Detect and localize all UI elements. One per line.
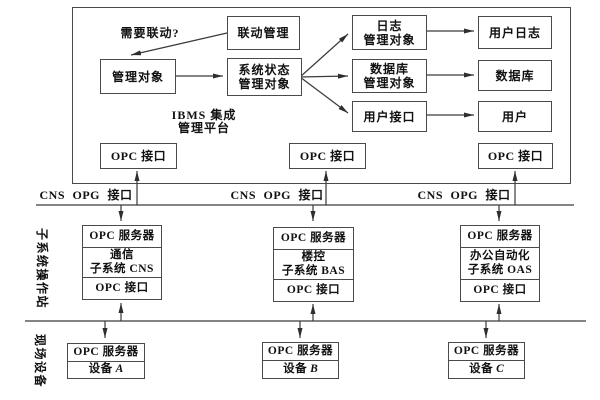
arrow-linkage-to-mgmtobj xyxy=(130,32,228,56)
subsystem-bas-stack: OPC 服务器 楼控 子系统 BAS OPC 接口 xyxy=(273,227,354,302)
system-status-management-object-box: 系统状态 管理对象 xyxy=(227,58,302,96)
layer-label-field-devices: 现场设备 xyxy=(33,334,47,389)
opc-server-label: OPC 服务器 xyxy=(280,231,347,244)
subsystem-oas-name: 办公自动化 子系统 OAS xyxy=(461,247,539,279)
opc-server-label: OPC 服务器 xyxy=(73,345,139,358)
database-box: 数据库 xyxy=(478,60,552,91)
subsystem-cns-name: 通信 子系统 CNS xyxy=(83,247,161,277)
user-interface-box: 用户接口 xyxy=(352,101,427,132)
device-letter: C xyxy=(496,362,504,375)
question-label: 需要联动? xyxy=(120,25,180,40)
user-box: 用户 xyxy=(478,101,552,132)
cns-opg-label-left: CNS OPG 接口 xyxy=(39,187,133,202)
opc-interface-label: OPC 接口 xyxy=(274,279,353,301)
opc-server-label: OPC 服务器 xyxy=(267,344,334,357)
cns-opg-label-mid: CNS OPG 接口 xyxy=(230,187,324,202)
layer-label-subsystem-operation-station: 子系统操作站 xyxy=(35,228,49,310)
device-letter: B xyxy=(310,362,318,375)
ibms-platform-frame xyxy=(72,7,571,184)
subsystem-cns-stack: OPC 服务器 通信 子系统 CNS OPC 接口 xyxy=(82,225,162,300)
device-letter: A xyxy=(115,363,124,375)
opc-server-label: OPC 服务器 xyxy=(89,229,155,242)
subsystem-bas-name: 楼控 子系统 BAS xyxy=(274,249,353,279)
database-management-object-box: 数据库 管理对象 xyxy=(352,59,427,93)
log-management-object-box: 日志 管理对象 xyxy=(352,15,427,50)
device-label: 设备 xyxy=(283,362,308,375)
opc-interface-label: OPC 接口 xyxy=(461,279,539,301)
platform-opc-interface-left: OPC 接口 xyxy=(100,143,177,169)
linkage-management-box: 联动管理 xyxy=(227,16,300,50)
cns-opg-label-right: CNS OPG 接口 xyxy=(417,187,511,202)
opc-server-label: OPC 服务器 xyxy=(467,229,533,242)
device-label: 设备 xyxy=(469,362,494,375)
platform-opc-interface-right: OPC 接口 xyxy=(478,143,553,169)
subsystem-oas-stack: OPC 服务器 办公自动化 子系统 OAS OPC 接口 xyxy=(460,225,540,302)
arrow-fan-to-logmgmt xyxy=(299,33,349,78)
arrow-fan-to-dbmgmt xyxy=(299,73,349,79)
opc-interface-label: OPC 接口 xyxy=(83,277,161,299)
platform-title: IBMS 集成 管理平台 xyxy=(171,107,237,135)
arrow-fan-to-userif xyxy=(299,76,349,114)
user-log-box: 用户日志 xyxy=(478,16,552,49)
opc-server-label: OPC 服务器 xyxy=(453,344,520,357)
management-object-box: 管理对象 xyxy=(100,59,176,94)
platform-opc-interface-mid: OPC 接口 xyxy=(289,143,366,169)
device-label: 设备 xyxy=(88,363,113,375)
